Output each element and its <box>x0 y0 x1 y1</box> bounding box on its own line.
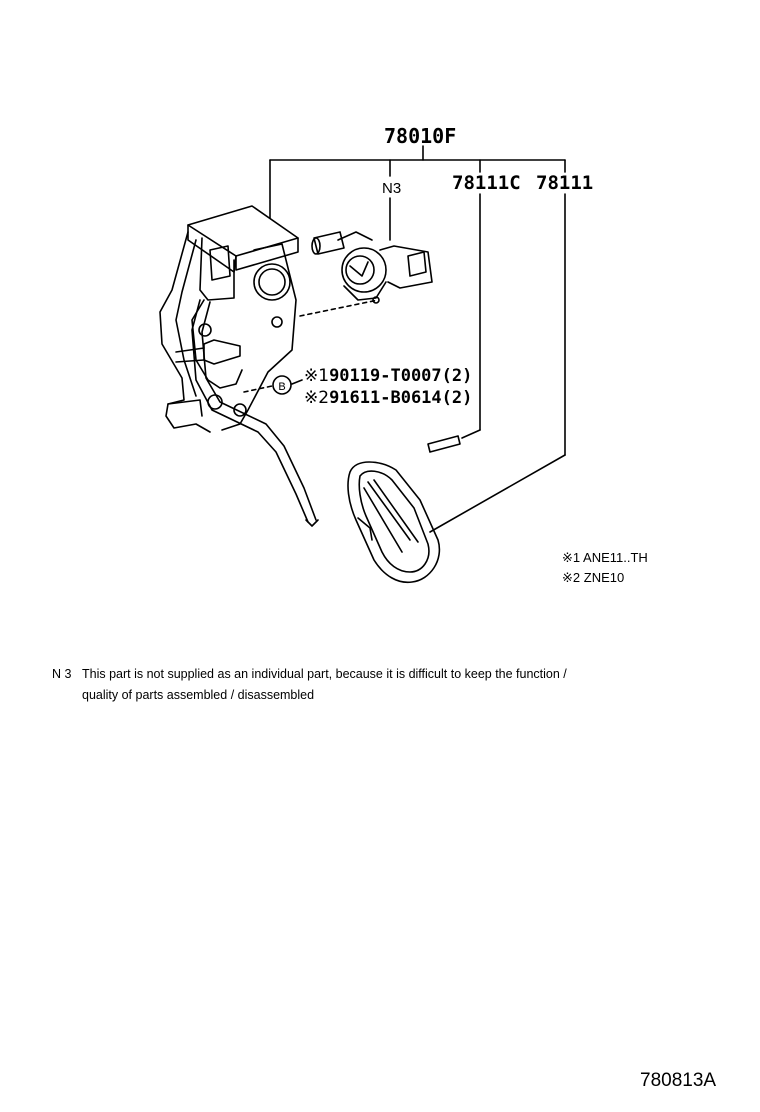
legend-1-marker: ※1 <box>562 550 581 565</box>
pedal-position-sensor <box>311 231 433 304</box>
note-line-1: This part is not supplied as an individu… <box>82 667 567 681</box>
n3-callout[interactable]: N3 <box>382 180 402 197</box>
bolt-leader <box>291 379 303 385</box>
bolt-link-dashes <box>243 385 273 393</box>
bolt-1-part: 90119-T0007 <box>329 366 442 386</box>
note-line-2: quality of parts assembled / disassemble… <box>82 688 315 702</box>
legend-2-marker: ※2 <box>562 570 581 585</box>
assembly-part-number[interactable]: 78010F <box>384 124 457 148</box>
bolt-2-marker: ※2 <box>304 388 330 408</box>
pedal-pad <box>347 461 441 584</box>
diagram-id: 780813A <box>640 1070 717 1091</box>
legend-1-text: ANE11..TH <box>583 550 648 565</box>
circle-marker-b-ring <box>272 375 292 395</box>
pedal-bracket <box>159 205 299 433</box>
legend-item-1: ※1 ANE11..TH <box>562 550 648 566</box>
pedal-arm <box>191 299 319 527</box>
note-code: N 3 <box>52 667 72 681</box>
legend-item-2: ※2 ZNE10 <box>562 570 624 586</box>
cable-pin <box>427 435 461 453</box>
assembly-leader-lines <box>269 145 566 533</box>
bolt-1-qty: (2) <box>441 366 473 386</box>
bolt-callout-2[interactable]: ※291611-B0614(2) <box>304 388 472 408</box>
bolt-2-part: 91611-B0614 <box>329 388 442 408</box>
legend-2-text: ZNE10 <box>583 570 625 585</box>
footnote: N 3 This part is not supplied as an indiv… <box>52 664 692 706</box>
circle-marker-b: B <box>278 381 285 393</box>
cable-part-number[interactable]: 78111C <box>452 172 521 194</box>
sensor-link-dashes <box>299 299 379 317</box>
bolt-2-qty: (2) <box>441 388 473 408</box>
pad-part-number[interactable]: 78111 <box>536 172 594 194</box>
bolt-callout-1[interactable]: ※190119-T0007(2) <box>304 366 472 386</box>
bolt-1-marker: ※1 <box>304 366 330 386</box>
